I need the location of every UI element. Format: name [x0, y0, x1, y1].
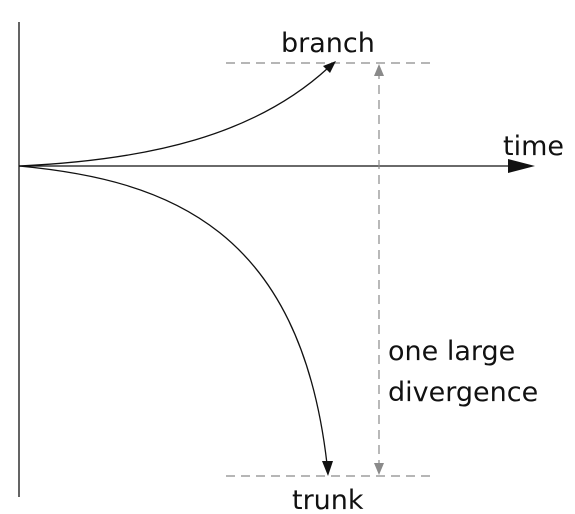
- trunk-label: trunk: [292, 485, 364, 514]
- divergence-label-line1: one large: [388, 336, 515, 367]
- time-label: time: [503, 131, 564, 162]
- time-axis-arrowhead: [508, 159, 535, 173]
- trunk-arrowhead: [322, 461, 333, 476]
- branch-curve: [18, 67, 329, 167]
- divergence-arrowhead-bottom: [374, 463, 384, 475]
- branch-arrowhead: [323, 61, 336, 73]
- trunk-curve: [18, 165, 328, 465]
- branch-label: branch: [281, 28, 375, 59]
- divergence-label-line2: divergence: [388, 377, 538, 408]
- divergence-arrowhead-top: [374, 64, 384, 76]
